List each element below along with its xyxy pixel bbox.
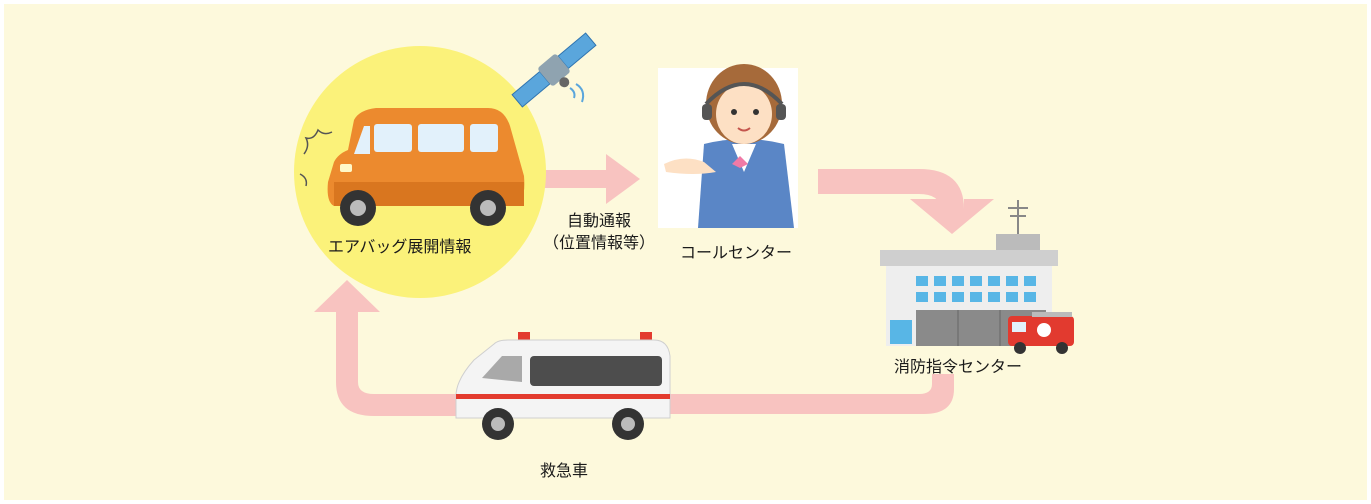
call-center-label: コールセンター	[680, 243, 793, 262]
satellite-icon	[511, 32, 597, 108]
arrow-car-to-callcenter	[542, 154, 640, 204]
flow-arrows	[314, 154, 994, 416]
auto-report-line1: 自動通報	[566, 211, 631, 230]
diagram-panel: エアバッグ展開情報 自動通報 （位置情報等） コールセンター 消防指令センター …	[4, 4, 1367, 500]
auto-report-line2: （位置情報等）	[542, 233, 655, 252]
signal-icon	[569, 83, 585, 103]
fire-center-label: 消防指令センター	[894, 357, 1023, 376]
arrow-callcenter-to-fire	[818, 169, 994, 234]
arrow-ambulance-to-car	[314, 280, 459, 416]
auto-report-label: 自動通報 （位置情報等）	[524, 210, 674, 254]
impact-icon	[299, 128, 333, 187]
ambulance-label: 救急車	[540, 461, 589, 480]
car-label: エアバッグ展開情報	[328, 237, 472, 256]
ambulance-icon	[455, 332, 671, 440]
arrow-fire-to-ambulance	[669, 374, 954, 414]
diagram-artwork	[294, 32, 1074, 440]
fire-truck-icon	[1008, 312, 1074, 354]
operator-icon	[658, 64, 798, 228]
car-icon	[327, 108, 525, 226]
